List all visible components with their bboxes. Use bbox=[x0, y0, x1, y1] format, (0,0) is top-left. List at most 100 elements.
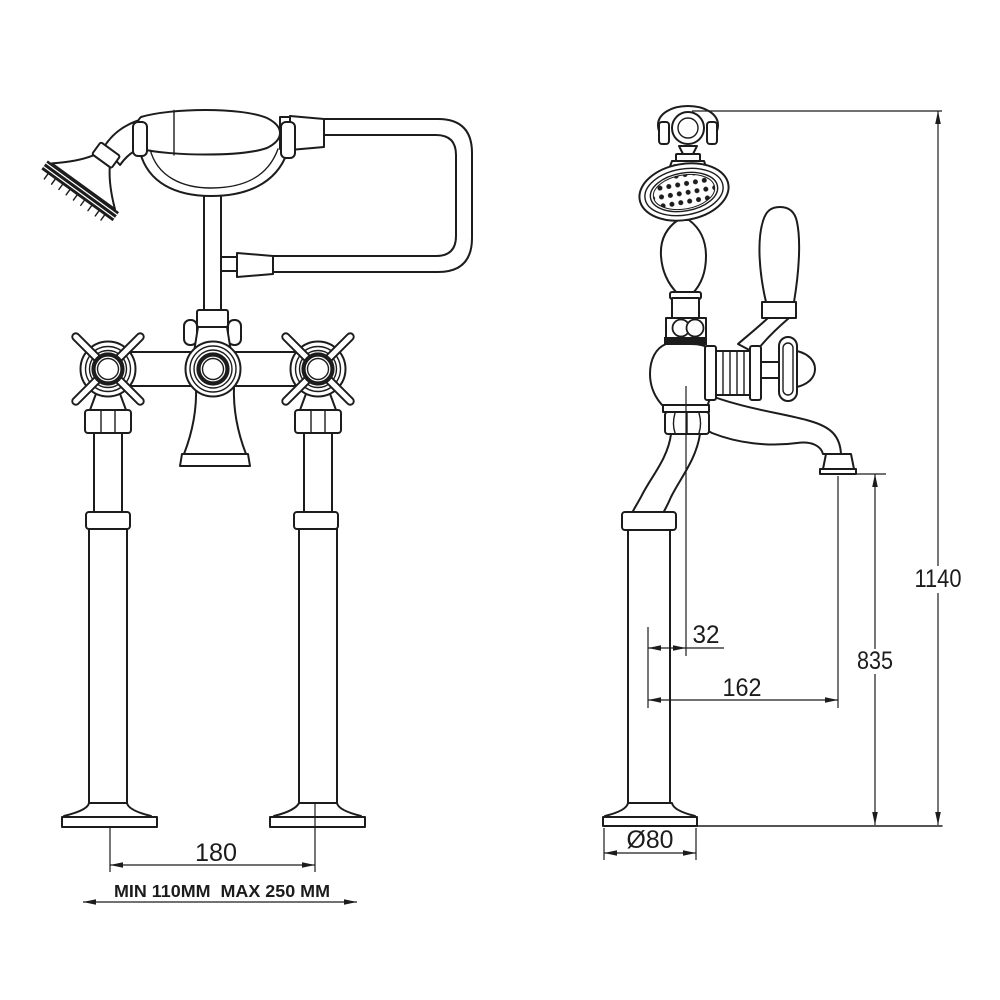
left-hex-nut bbox=[84, 409, 132, 434]
arrowhead-left bbox=[604, 850, 617, 856]
left-pipe-collar bbox=[85, 511, 131, 530]
hook-ring-hole bbox=[677, 117, 699, 139]
cross-arms-fill bbox=[73, 334, 143, 404]
left-base-flare bbox=[63, 802, 152, 818]
dim-spout-reach: 162 bbox=[648, 476, 839, 708]
side-pipe-collar bbox=[621, 511, 677, 531]
side-valve-body bbox=[649, 343, 712, 412]
dim-label-diameter: Ø80 bbox=[627, 826, 674, 854]
side-cross-capsule-inner bbox=[782, 342, 794, 396]
spout-outlet-lip bbox=[819, 468, 857, 475]
bonnet-ridges bbox=[722, 350, 745, 396]
right-pipe-collar bbox=[293, 511, 339, 530]
dim-adjustable-range: MIN 110MM MAX 250 MM bbox=[83, 881, 357, 905]
side-spout bbox=[698, 391, 842, 455]
cross-arms-fill bbox=[283, 334, 353, 404]
range-label: MIN 110MM MAX 250 MM bbox=[114, 881, 330, 901]
cradle-fork-outer bbox=[139, 151, 288, 197]
handset-cylinder bbox=[671, 297, 700, 319]
cradle-fork-inner bbox=[149, 148, 279, 189]
handle-body bbox=[134, 109, 281, 156]
side-lower-pipe bbox=[627, 529, 671, 804]
right-upper-pipe bbox=[303, 432, 333, 513]
cradle-cap-band bbox=[664, 337, 707, 345]
cradle-prong-circle-right bbox=[685, 318, 705, 338]
hose-lower-cone bbox=[236, 252, 274, 278]
arrowhead-left bbox=[110, 862, 123, 868]
front-view bbox=[41, 109, 473, 828]
front-spout-rim bbox=[179, 453, 251, 467]
rosette-rim-2 bbox=[644, 167, 724, 217]
cross-handle-right bbox=[281, 332, 355, 406]
arrowhead-right bbox=[825, 697, 838, 703]
dim-spout-height: 835 bbox=[848, 473, 893, 825]
right-base-plate bbox=[269, 816, 366, 828]
arrowhead-left bbox=[648, 645, 661, 651]
arrowhead-right bbox=[683, 850, 696, 856]
swivel-cone-top bbox=[678, 145, 698, 155]
spout-outlet-flange bbox=[822, 453, 855, 470]
left-upper-pipe bbox=[93, 432, 123, 513]
left-base-plate bbox=[61, 816, 158, 828]
hook-ring bbox=[671, 111, 705, 145]
handle-hub-inner bbox=[306, 357, 330, 381]
hook-tab-left bbox=[658, 121, 670, 145]
swivel-cone-band bbox=[675, 153, 701, 162]
side-base-flare bbox=[604, 802, 696, 818]
extension-lines bbox=[603, 828, 697, 860]
handle-stem bbox=[761, 361, 780, 379]
fork-prong-left bbox=[132, 121, 148, 157]
handle-ring-3 bbox=[88, 349, 128, 389]
dim-label-835: 835 bbox=[857, 647, 893, 675]
handset-bulb bbox=[659, 219, 707, 295]
hose-outer bbox=[272, 118, 473, 273]
supply-s-tube bbox=[631, 433, 701, 514]
dim-spout-offset: 32 bbox=[647, 386, 724, 708]
bonnet-flange-right bbox=[749, 345, 762, 401]
arrowhead-right bbox=[344, 899, 357, 905]
left-standpipe bbox=[61, 432, 158, 828]
fork-prong-right bbox=[280, 121, 296, 159]
boss-inner-ring bbox=[201, 357, 225, 381]
side-base-plate bbox=[602, 816, 698, 827]
arrowhead-left bbox=[83, 899, 96, 905]
hose-outlet-stub bbox=[220, 256, 238, 272]
bonnet-ridge-body bbox=[715, 350, 751, 396]
right-base-flare bbox=[273, 802, 362, 818]
left-lower-pipe bbox=[88, 528, 128, 804]
arrowhead-up bbox=[872, 474, 878, 487]
side-cross-capsule bbox=[778, 336, 798, 402]
hook-tab-right bbox=[706, 121, 718, 145]
rosette-rim-3 bbox=[649, 171, 719, 213]
arrowhead-right bbox=[673, 645, 686, 651]
handle-ring-3 bbox=[298, 349, 338, 389]
handle-ring-2 bbox=[84, 345, 132, 393]
side-cross-dome bbox=[796, 350, 816, 388]
arrowhead-up bbox=[935, 111, 941, 124]
dim-label-180: 180 bbox=[195, 839, 237, 867]
boss-ring-2 bbox=[189, 345, 237, 393]
dim-label-162: 162 bbox=[723, 674, 762, 702]
lever-handle bbox=[737, 206, 801, 354]
shower-rosette bbox=[638, 162, 730, 222]
head-nozzle-ticks bbox=[43, 173, 106, 221]
head-face-lines bbox=[43, 162, 118, 219]
dim-label-32: 32 bbox=[693, 621, 720, 649]
right-hex-nut bbox=[294, 409, 342, 434]
handset-head bbox=[41, 141, 121, 222]
lever-grip bbox=[758, 206, 801, 303]
cross-handle-left bbox=[71, 332, 145, 406]
arrowhead-right bbox=[302, 862, 315, 868]
boss-ring-3 bbox=[193, 349, 233, 389]
side-view bbox=[602, 105, 943, 827]
cradle-column bbox=[203, 195, 222, 311]
right-hex-nut-facets bbox=[310, 409, 326, 434]
arrowhead-down bbox=[872, 812, 878, 825]
column-collar bbox=[196, 309, 229, 328]
handle-hub-inner bbox=[96, 357, 120, 381]
dim-overall-height: 1140 bbox=[692, 110, 962, 825]
side-hex-nut-facets bbox=[672, 411, 702, 435]
right-lower-pipe bbox=[298, 528, 338, 804]
diverter-boss bbox=[184, 340, 242, 398]
